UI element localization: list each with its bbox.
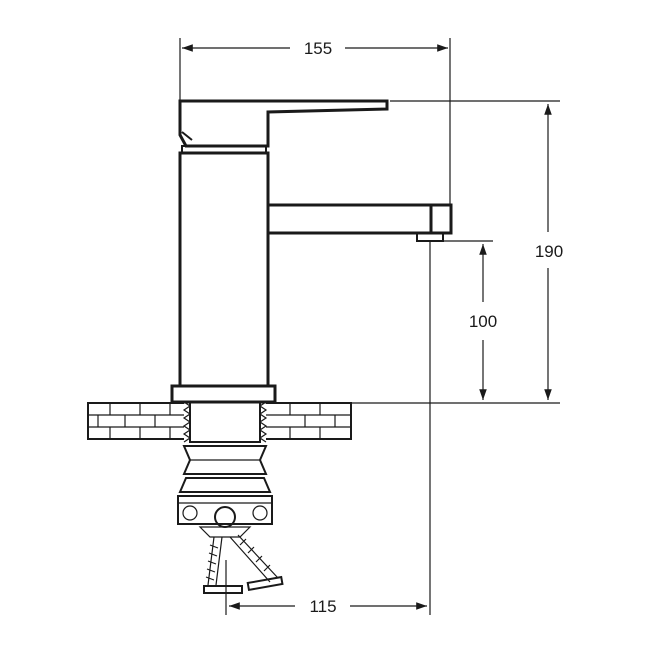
faucet-column [178,151,270,390]
faucet-spout [266,203,453,242]
dimension-width-top: 155 [179,38,451,205]
faucet-base-plate [170,384,277,404]
dimension-label-190: 190 [535,242,563,261]
lever-handle [178,99,389,154]
faucet-body [170,151,277,404]
dimension-spout-reach: 115 [225,241,431,616]
dimension-label-100: 100 [469,312,497,331]
fixing-nut [177,445,273,538]
dimension-label-155: 155 [304,39,332,58]
dimension-spout-height: 100 [435,240,497,400]
dimension-height-total: 190 [268,100,563,404]
dimension-label-115: 115 [309,597,336,616]
flexible-hoses [203,534,284,594]
threaded-shank [182,399,268,443]
spout-aerator [416,232,444,242]
